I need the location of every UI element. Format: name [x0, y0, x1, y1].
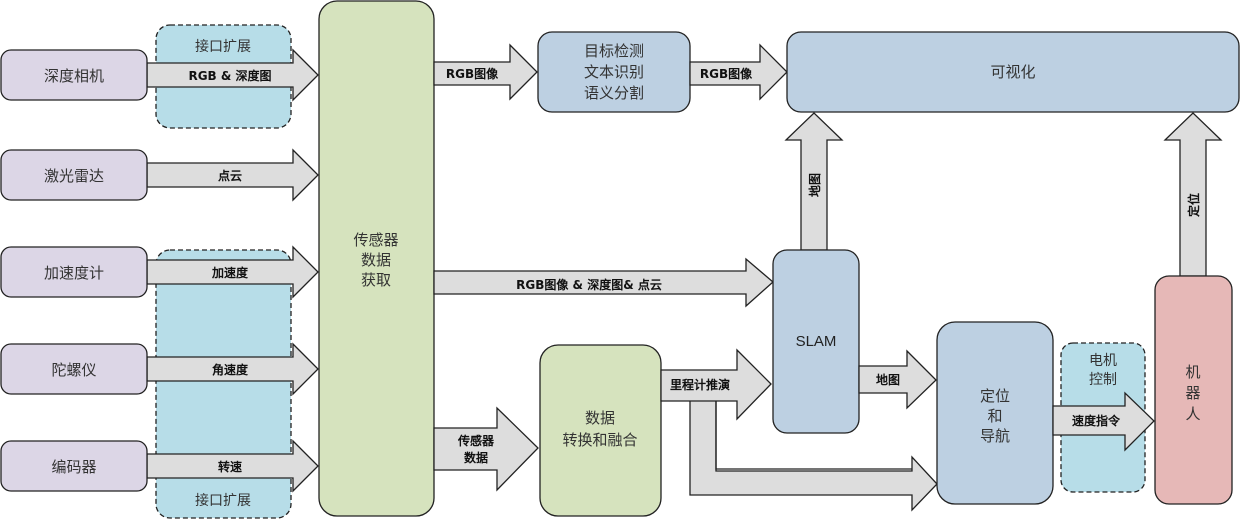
arrow-odometry-branch-edge	[715, 392, 912, 470]
arrow-acquire-to-slam	[433, 257, 774, 308]
visualization-label: 可视化	[990, 63, 1035, 81]
arrow-encoder-to-acquire	[146, 439, 319, 493]
robot-label-line1: 机	[1185, 363, 1200, 381]
arrow-detection-to-visualization-label: RGB图像	[700, 66, 753, 81]
arrow-slam-to-visualization-label: 地图	[807, 173, 822, 197]
robot-label-line3: 人	[1185, 405, 1200, 423]
sensor-gyroscope-label: 陀螺仪	[51, 361, 96, 379]
arrow-depth-camera-to-acquire	[146, 48, 319, 102]
detection-label-line3: 语义分割	[584, 84, 644, 102]
nav-label-line3: 导航	[980, 427, 1010, 445]
arrow-acquire-to-slam-label: RGB图像 & 深度图& 点云	[516, 277, 662, 292]
slam-node	[772, 249, 860, 434]
detection-label-line2: 文本识别	[584, 63, 644, 81]
sensor-depth-camera	[0, 49, 148, 101]
sensor-encoder-label: 编码器	[51, 458, 96, 476]
robot-node	[1154, 275, 1233, 505]
arrow-acquire-to-detection-label: RGB图像	[446, 66, 499, 81]
acquire-label-line3: 获取	[361, 271, 391, 289]
arrow-gyroscope-label: 角速度	[212, 362, 249, 377]
sensor-encoder	[0, 440, 148, 492]
interface-extension-bottom	[155, 249, 292, 519]
nav-label-line1: 定位	[980, 387, 1010, 405]
arrow-fusion-to-slam-label: 里程计推演	[670, 377, 730, 392]
arrow-slam-to-visualization	[784, 112, 844, 251]
robot-label-line2: 器	[1185, 384, 1200, 402]
acquire-label-line1: 传感器	[353, 231, 398, 249]
arrow-lidar-label: 点云	[218, 168, 242, 183]
arrow-depth-camera-label: RGB & 深度图	[188, 68, 271, 83]
arrow-detection-to-visualization	[689, 43, 788, 101]
arrow-accelerometer-to-acquire	[146, 245, 319, 299]
arrow-acquire-to-fusion-label-line2: 数据	[464, 450, 488, 465]
arrow-robot-to-visualization-label: 定位	[1186, 193, 1201, 217]
sensor-lidar	[0, 149, 148, 201]
sensor-depth-camera-label: 深度相机	[44, 67, 104, 85]
arrow-nav-to-robot-label: 速度指令	[1072, 413, 1121, 428]
sensor-gyroscope	[0, 343, 148, 395]
arrow-gyroscope-to-acquire	[146, 342, 319, 396]
interface-extension-top-label: 接口扩展	[195, 38, 251, 55]
arrow-accelerometer-label: 加速度	[211, 265, 249, 280]
detection-label-line1: 目标检测	[584, 42, 644, 60]
interface-extension-bottom-label: 接口扩展	[195, 492, 251, 509]
arrow-robot-to-visualization	[1163, 112, 1223, 277]
arrow-acquire-to-fusion	[433, 406, 539, 492]
arrow-slam-to-nav-label: 地图	[876, 372, 900, 387]
motor-control-label-line2: 控制	[1089, 372, 1117, 388]
arrow-fusion-to-slam	[660, 348, 772, 421]
visualization-node	[786, 31, 1240, 113]
sensor-accelerometer-label: 加速度计	[44, 264, 104, 282]
arrow-acquire-to-detection	[433, 43, 538, 101]
arrow-nav-to-robot	[1052, 391, 1155, 452]
arrow-acquire-to-fusion-label-line1: 传感器	[457, 433, 495, 448]
arrow-encoder-label: 转速	[218, 459, 242, 474]
sensor-accelerometer	[0, 246, 148, 298]
fusion-label-line2: 转换和融合	[562, 431, 637, 449]
arrow-lidar-to-acquire	[146, 148, 319, 202]
data-conversion-fusion-node	[539, 344, 662, 517]
arrow-slam-to-nav	[858, 349, 937, 410]
acquire-label-line2: 数据	[361, 251, 391, 269]
fusion-label-line1: 数据	[585, 409, 615, 427]
sensor-lidar-label: 激光雷达	[44, 167, 104, 185]
motor-control-label-line1: 电机	[1089, 353, 1117, 369]
sensor-data-acquisition-node	[318, 0, 435, 517]
nav-label-line2: 和	[987, 407, 1002, 425]
slam-label: SLAM	[796, 333, 837, 350]
